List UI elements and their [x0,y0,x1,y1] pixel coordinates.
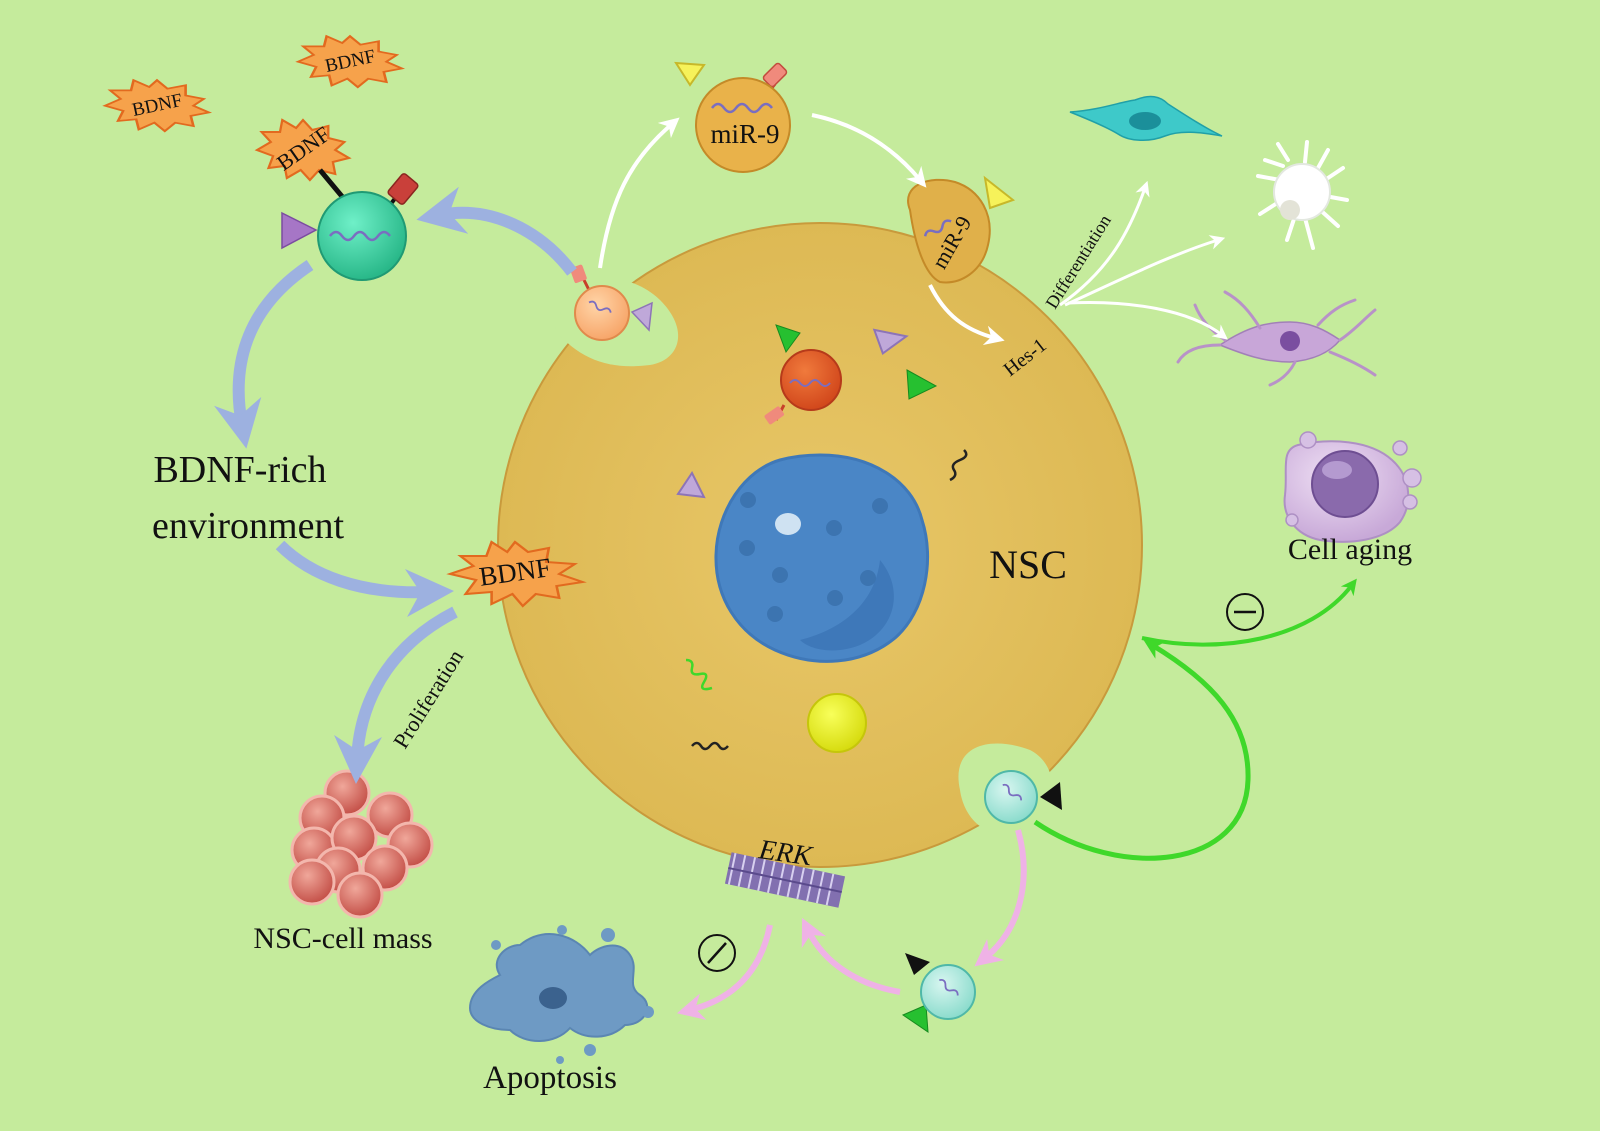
differentiated-cell-purple [1176,290,1377,387]
inhibition-icon [1226,593,1264,631]
nucleus [714,453,929,663]
arrow-to-purple-cell [1067,301,1228,340]
yellow-vesicle [807,693,867,753]
bdnf-burst-1: BDNF [102,78,213,133]
rna-squiggle-icon [691,741,729,751]
budding-exosome [570,264,653,341]
rna-squiggle-icon [949,449,968,482]
bdnf-rich-label-line2: environment [152,505,345,547]
erk-receptor [724,852,846,908]
arrow-pocket-to-bottom [974,829,1027,967]
mir9-label: miR-9 [710,119,779,149]
arrow-to-cell-mass [334,606,458,784]
differentiated-cell-cyan [1069,95,1223,141]
mir9-exosome-entering: miR-9 [907,175,1016,284]
bdnf-burst-bound: BDNF [254,118,352,182]
lilac-triangle-icon [676,471,706,499]
mir9-exosome-top: miR-9 [674,61,791,173]
erk-label: ERK [756,834,815,872]
green-triangle-icon [906,369,938,400]
nsc-cell-mass [288,769,434,919]
nsc-label: NSC [989,542,1067,587]
arrow-to-white-cell [1064,235,1226,307]
red-exosome [764,324,842,425]
arrow-to-bdnf-rich [214,260,314,449]
bdnf-burst-membrane: BDNF [446,540,587,608]
arrow-to-cyan-cell [1059,180,1150,307]
arrow-to-hes1 [928,284,1005,346]
arrow-to-cell-aging [1141,578,1357,647]
apoptosis-label: Apoptosis [483,1060,617,1096]
cyan-exosome-bottom [901,953,976,1033]
cell-aging-label: Cell aging [1288,533,1412,566]
arrow-to-mir9 [598,117,680,269]
arrow-erk-to-apoptosis [676,924,773,1020]
apoptotic-cell [468,925,654,1064]
teal-exosome [281,168,419,281]
arrow-bottom-to-erk [801,917,901,995]
rna-squiggle-icon [685,658,713,691]
cyan-exosome-pocket [984,770,1062,824]
bdnf-rich-label-line1: BDNF-rich [153,449,326,491]
aging-cell [1283,431,1422,543]
inhibition-icon [698,934,736,972]
differentiation-label: Differentiation [1041,211,1114,312]
differentiated-cell-white [1256,140,1349,250]
bdnf-burst-2: BDNF [295,34,406,89]
arrow-to-bdnf-membrane [275,540,454,617]
lilac-triangle-icon [872,328,909,355]
nsc-cell-mass-label: NSC-cell mass [253,922,432,955]
arrow-teal-exosome [416,186,577,276]
arrow-green-loop [1033,639,1251,861]
arrow-mir9-to-cell [811,113,927,188]
